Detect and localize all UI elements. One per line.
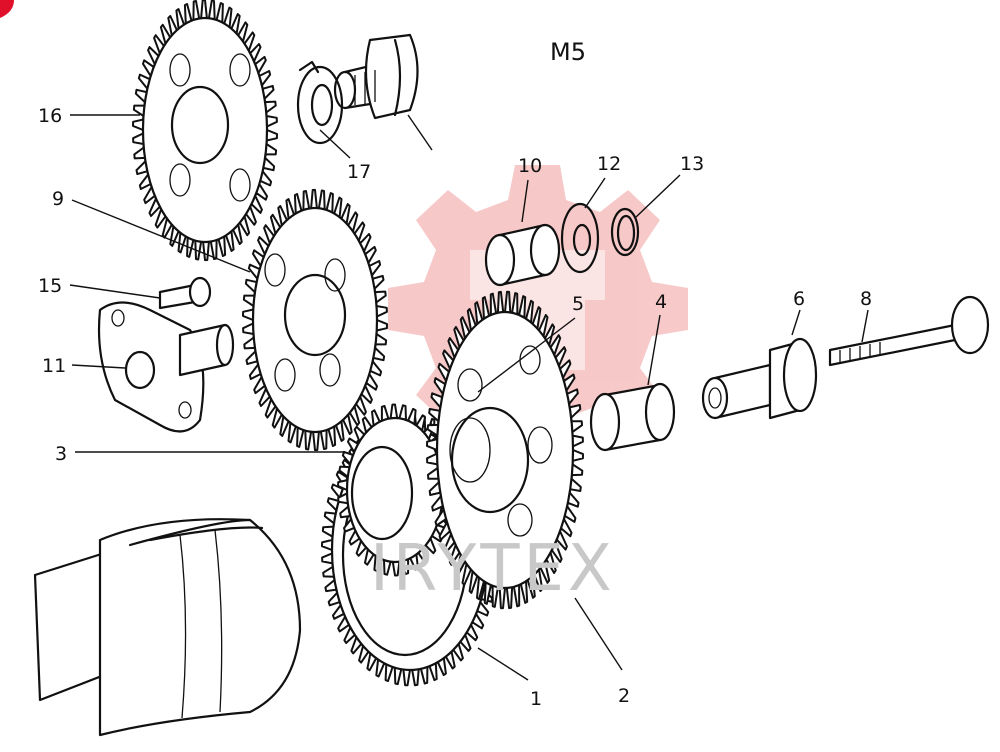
thrust-washer xyxy=(560,202,600,274)
callout-3: 3 xyxy=(55,443,67,465)
middle-gear xyxy=(242,188,388,452)
callout-1: 1 xyxy=(530,688,542,710)
top-gear xyxy=(132,0,278,262)
callout-labels: 16 9 15 11 3 17 10 12 13 5 4 6 8 1 2 xyxy=(38,105,872,710)
corner-badge xyxy=(0,0,14,18)
leader-6 xyxy=(791,309,801,336)
callout-5: 5 xyxy=(572,293,584,315)
idler-shaft xyxy=(701,337,818,420)
callout-2: 2 xyxy=(618,685,630,707)
leader-10 xyxy=(521,179,529,223)
leader-5 xyxy=(477,317,576,393)
leader-14 xyxy=(69,284,161,299)
callout-14: 15 xyxy=(38,275,62,297)
callout-11: 11 xyxy=(42,355,66,377)
callout-16: 17 xyxy=(347,161,371,183)
diagram-title: M5 xyxy=(550,38,586,66)
leader-9 xyxy=(71,199,251,273)
callout-6: 6 xyxy=(793,288,805,310)
callout-8: 8 xyxy=(860,288,872,310)
idler-gear-main xyxy=(426,290,584,610)
callout-9: 9 xyxy=(52,188,64,210)
leader-16 xyxy=(319,129,351,159)
leader-1 xyxy=(477,647,529,681)
snap-ring xyxy=(610,207,640,257)
shaft-bolt xyxy=(828,295,990,367)
leader-12 xyxy=(584,177,606,209)
leader-2 xyxy=(574,597,623,671)
lock-washer xyxy=(296,60,344,145)
bracket-bolt xyxy=(158,276,212,310)
leader-4 xyxy=(647,314,661,386)
callout-10: 10 xyxy=(518,155,542,177)
leader-13 xyxy=(634,174,681,219)
watermark-text: IRYTEX xyxy=(370,532,616,606)
bushing-upper xyxy=(484,223,561,287)
callout-4: 4 xyxy=(655,291,667,313)
leader-lines xyxy=(69,114,869,681)
callout-12: 12 xyxy=(597,153,621,175)
leader-11 xyxy=(71,364,126,369)
callout-13: 13 xyxy=(680,153,704,175)
crankshaft xyxy=(33,518,302,737)
callout-15: 16 xyxy=(38,105,62,127)
leader-8 xyxy=(861,309,869,343)
leader-17 xyxy=(407,114,433,151)
small-idler-gear xyxy=(337,403,453,577)
bushing-lower xyxy=(589,382,676,452)
gear-shaft-bracket xyxy=(97,301,235,433)
gear-bolt xyxy=(333,33,419,120)
